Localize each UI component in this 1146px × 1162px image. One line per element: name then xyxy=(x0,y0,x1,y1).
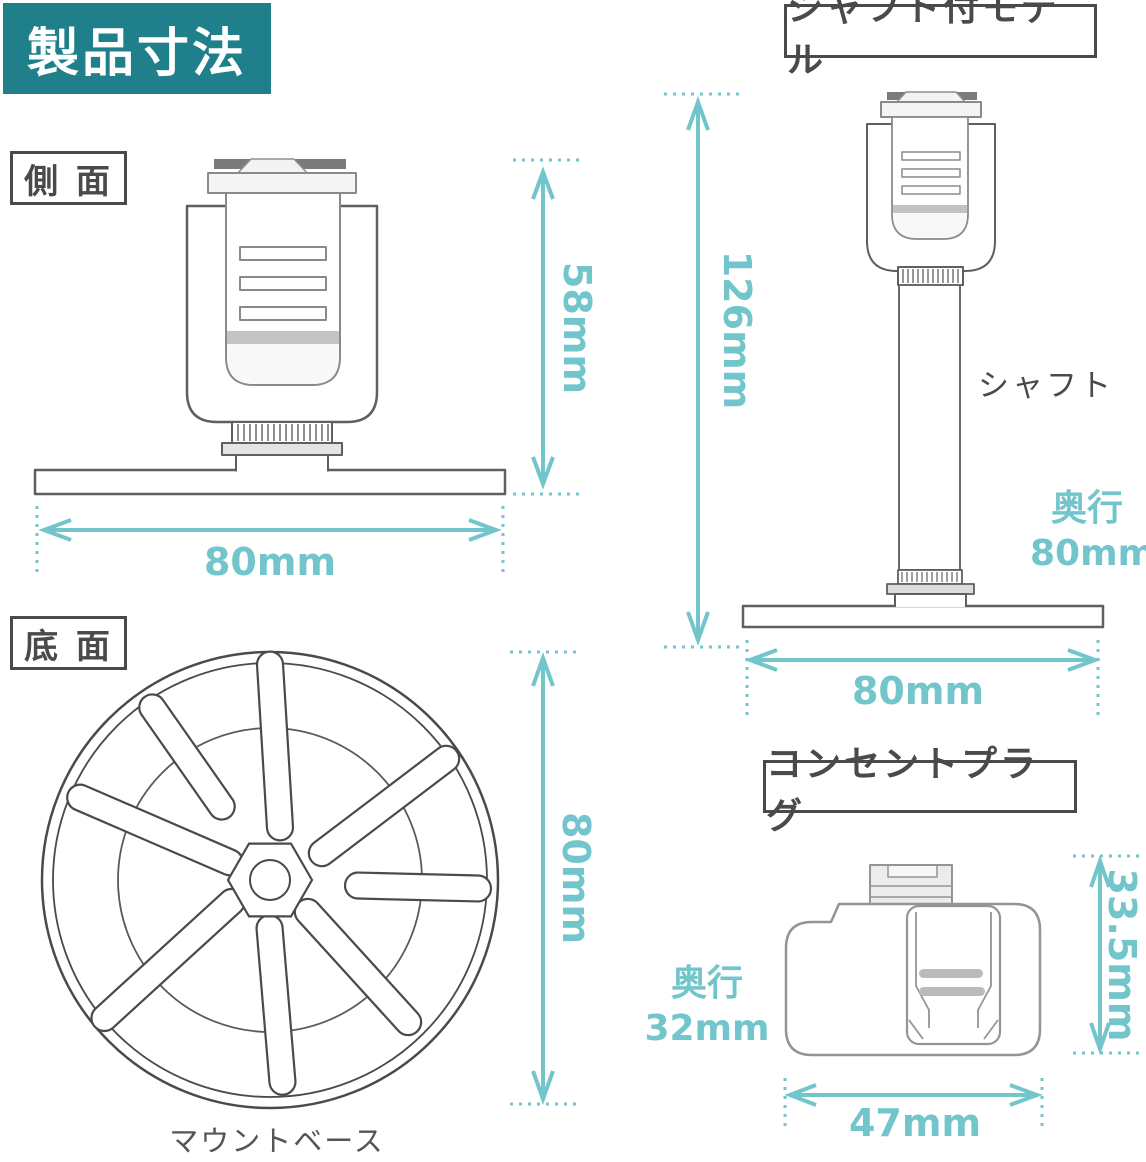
dim-plug-height: 33.5mm xyxy=(1100,868,1144,1042)
bottom-view-drawing xyxy=(40,650,500,1110)
shaft-knurl-2-teeth xyxy=(901,572,958,582)
shaft-gray-band xyxy=(893,205,967,213)
side-clip-foot xyxy=(227,344,339,384)
plug-depth-value: 32mm xyxy=(644,1008,770,1049)
dim-shaft-width: 80mm xyxy=(851,669,985,713)
page-title-text: 製品寸法 xyxy=(26,24,247,84)
shaft-base-step xyxy=(894,593,967,607)
side-knurl-teeth xyxy=(237,424,329,441)
base-slot-nw xyxy=(138,693,236,821)
plug-contact-1 xyxy=(919,969,983,978)
shaft-slot-2 xyxy=(901,168,961,178)
plug-depth-word: 奥行 xyxy=(670,963,743,1004)
plug-adapter-lines xyxy=(870,885,952,898)
plug-label-box: コンセントプラグ xyxy=(763,744,1077,837)
shaft-depth-label: 奥行 80mm xyxy=(1030,486,1146,576)
dim-side-height: 58mm xyxy=(555,261,599,395)
dim-plug-width: 47mm xyxy=(848,1101,982,1145)
extension-lines xyxy=(35,92,1142,1130)
side-gray-band xyxy=(227,331,339,344)
side-slot-3 xyxy=(239,306,327,321)
dim-side-width: 80mm xyxy=(203,540,337,584)
shaft-knurl-1-teeth xyxy=(902,269,959,283)
bottom-view-label: 底 面 xyxy=(24,626,113,667)
plug-label: コンセントプラグ xyxy=(766,743,1040,837)
side-slot-2 xyxy=(239,276,327,291)
base-slot-ne xyxy=(307,744,461,868)
shaft-depth-value: 80mm xyxy=(1030,533,1146,574)
base-slot-e xyxy=(343,871,493,903)
plug-adapter-notch xyxy=(887,866,938,878)
plug-depth-label: 奥行 32mm xyxy=(642,961,772,1051)
shaft-model-label: シャフト付モデル xyxy=(787,0,1061,81)
shaft-slot-3 xyxy=(901,185,961,195)
mount-base-caption: マウントベース xyxy=(169,1124,385,1158)
shaft-clip-foot xyxy=(893,213,967,238)
side-slot-1 xyxy=(239,246,327,261)
side-view-label-box: 側 面 xyxy=(10,151,127,205)
base-center-hole xyxy=(249,859,291,901)
dim-base-diameter: 80mm xyxy=(554,811,598,945)
shaft-model-label-box: シャフト付モデル xyxy=(784,0,1097,81)
side-view-label: 側 面 xyxy=(24,161,113,202)
dim-shaft-height: 126mm xyxy=(715,250,759,410)
side-view-drawing xyxy=(33,158,507,496)
page-title: 製品寸法 xyxy=(3,3,271,94)
dimension-arrows xyxy=(38,96,1111,1107)
plug-channel-walls xyxy=(908,912,999,1040)
shaft-depth-word: 奥行 xyxy=(1050,488,1123,529)
base-slot-n xyxy=(255,650,295,842)
plug-contact-2 xyxy=(919,987,985,996)
shaft-model-drawing xyxy=(741,91,1105,629)
plug-drawing xyxy=(784,864,1042,1057)
side-stem xyxy=(235,454,329,472)
shaft-slot-1 xyxy=(901,151,961,161)
bottom-view-label-box: 底 面 xyxy=(10,616,127,670)
shaft-annotation: シャフト xyxy=(978,368,1114,404)
